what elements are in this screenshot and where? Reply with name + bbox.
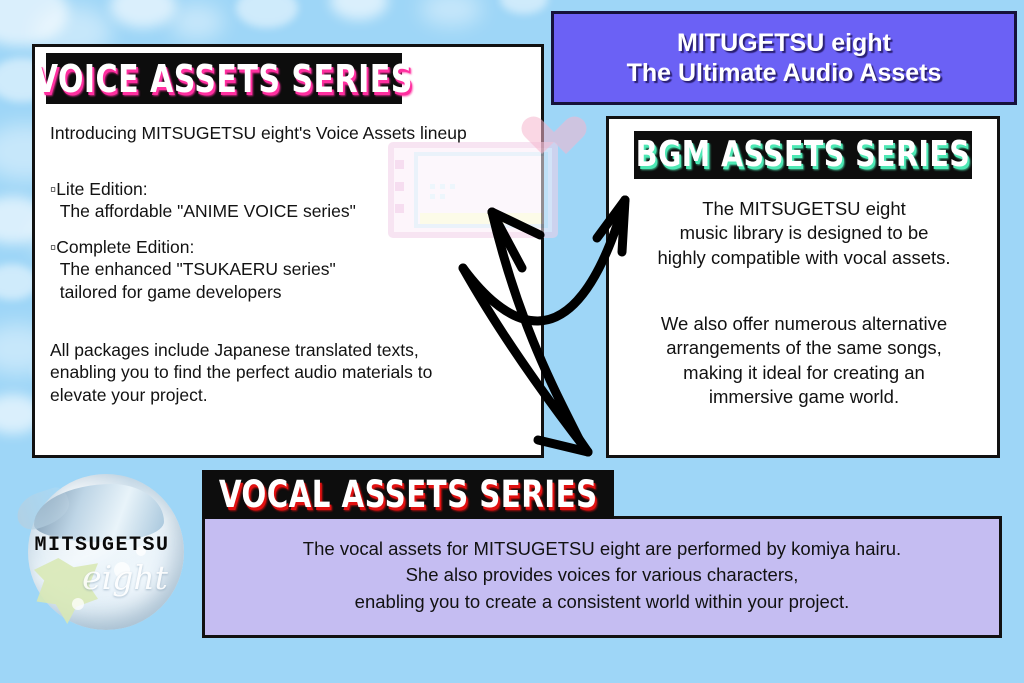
bgm-paragraph-1: The MITSUGETSU eight music library is de… xyxy=(657,198,951,268)
voice-intro-text: Introducing MITSUGETSU eight's Voice Ass… xyxy=(50,123,467,143)
voice-assets-title: VOICE ASSETS SERIES xyxy=(34,56,414,101)
bg-bubble xyxy=(236,0,298,28)
tablet-dot xyxy=(430,194,435,199)
vocal-body-text: The vocal assets for MITSUGETSU eight ar… xyxy=(302,538,902,612)
mitsugetsu-logo: eight MITSUGETSU xyxy=(10,466,194,638)
vocal-assets-panel xyxy=(202,516,1002,638)
bgm-paragraph-2: We also offer numerous alternative arran… xyxy=(660,313,948,408)
bg-bubble xyxy=(110,0,176,28)
voice-closing-text: All packages include Japanese translated… xyxy=(50,340,433,405)
voice-assets-title-banner: VOICE ASSETS SERIES xyxy=(35,53,413,104)
bgm-assets-title: BGM ASSETS SERIES xyxy=(635,134,971,175)
logo-wordmark: MITSUGETSU xyxy=(34,534,170,557)
logo-submark: eight xyxy=(82,558,168,597)
tablet-dot xyxy=(440,194,445,199)
voice-bullet-lite: ▫Lite Edition: The affordable "ANIME VOI… xyxy=(50,179,356,222)
bgm-assets-title-banner: BGM ASSETS SERIES xyxy=(634,131,972,179)
logo-bubble xyxy=(72,598,84,610)
voice-bullet-complete: ▫Complete Edition: The enhanced "TSUKAER… xyxy=(50,237,336,302)
tablet-button xyxy=(395,160,404,169)
tablet-button xyxy=(395,182,404,191)
logo-bubble xyxy=(136,546,146,556)
bg-bubble xyxy=(170,4,224,40)
header-title-line2: The Ultimate Audio Assets xyxy=(626,59,942,87)
tablet-dot xyxy=(440,184,445,189)
bg-bubble xyxy=(330,0,388,20)
header-banner: MITUGETSU eight The Ultimate Audio Asset… xyxy=(551,11,1017,105)
tablet-dot xyxy=(450,184,455,189)
logo-bubble xyxy=(114,562,130,578)
tablet-dot xyxy=(430,184,435,189)
bg-bubble xyxy=(500,0,548,14)
header-title-line1: MITUGETSU eight xyxy=(677,28,891,57)
tablet-button xyxy=(395,204,404,213)
vocal-assets-title: VOCAL ASSETS SERIES xyxy=(218,473,598,516)
bg-bubble xyxy=(420,0,482,26)
vocal-assets-title-banner: VOCAL ASSETS SERIES xyxy=(202,470,614,519)
